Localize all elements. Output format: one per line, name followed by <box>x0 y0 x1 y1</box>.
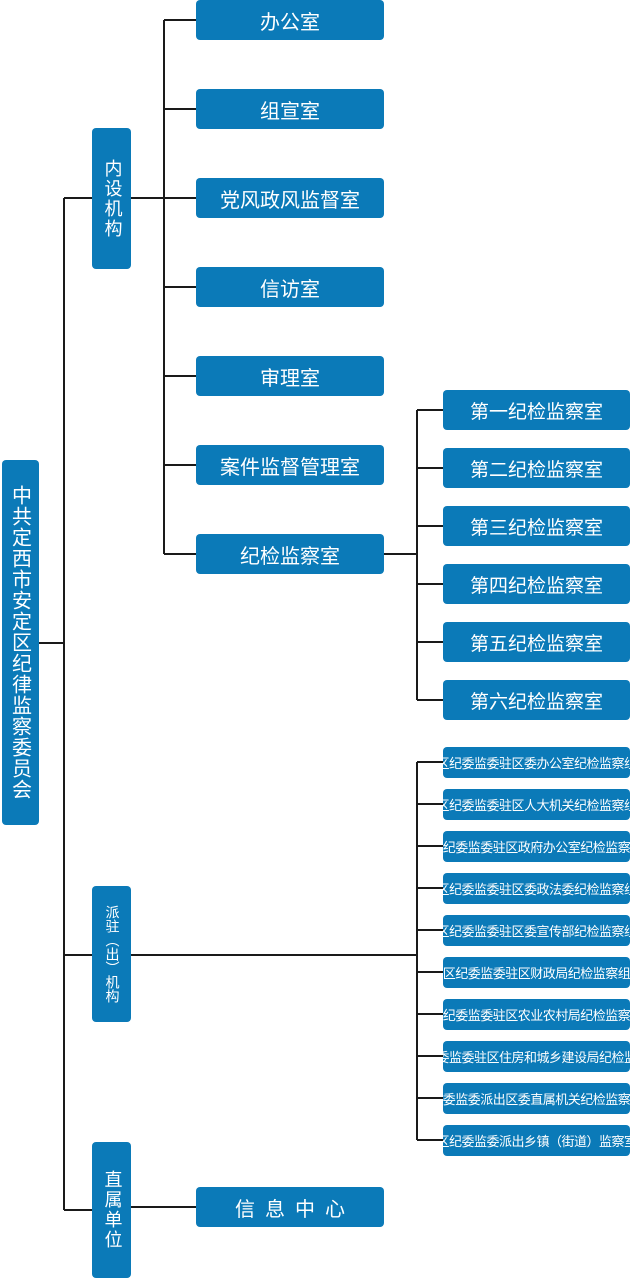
node-case-supervision: 案件监督管理室 <box>196 445 384 485</box>
root-node: 中共定西市安定区纪律监察委员会 <box>2 460 39 825</box>
node-inspection: 纪检监察室 <box>196 534 384 574</box>
category-affiliated: 直属单位 <box>92 1142 131 1278</box>
node-inspection-room-2: 第二纪检监察室 <box>443 448 630 488</box>
node-organization-publicity: 组宣室 <box>196 89 384 129</box>
node-dispatched-4: 区纪委监委驻区委政法委纪检监察组 <box>443 873 630 904</box>
node-dispatched-10: 区纪委监委派出乡镇（街道）监察室 <box>443 1125 630 1156</box>
node-dispatched-9: 区纪委监委派出区委直属机关纪检监察工委 <box>443 1083 630 1114</box>
node-information-center: 信息中心 <box>196 1187 384 1227</box>
node-dispatched-3: 区纪委监委驻区政府办公室纪检监察组 <box>443 831 630 862</box>
node-office: 办公室 <box>196 0 384 40</box>
node-party-style-supervision: 党风政风监督室 <box>196 178 384 218</box>
node-inspection-room-4: 第四纪检监察室 <box>443 564 630 604</box>
node-dispatched-2: 区纪委监委驻区人大机关纪检监察组 <box>443 789 630 820</box>
node-inspection-room-3: 第三纪检监察室 <box>443 506 630 546</box>
node-inspection-room-1: 第一纪检监察室 <box>443 390 630 430</box>
node-inspection-room-5: 第五纪检监察室 <box>443 622 630 662</box>
node-inspection-room-6: 第六纪检监察室 <box>443 680 630 720</box>
node-dispatched-7: 区纪委监委驻区农业农村局纪检监察组 <box>443 999 630 1030</box>
node-petition: 信访室 <box>196 267 384 307</box>
node-dispatched-1: 区纪委监委驻区委办公室纪检监察组 <box>443 747 630 778</box>
node-dispatched-6: 区纪委监委驻区财政局纪检监察组 <box>443 957 630 988</box>
category-internal: 内设机构 <box>92 128 131 269</box>
node-dispatched-5: 区纪委监委驻区委宣传部纪检监察组 <box>443 915 630 946</box>
node-dispatched-8: 区纪委监委驻区住房和城乡建设局纪检监察组 <box>443 1041 630 1072</box>
node-review: 审理室 <box>196 356 384 396</box>
category-dispatched: 派驻（出）机构 <box>92 886 131 1022</box>
